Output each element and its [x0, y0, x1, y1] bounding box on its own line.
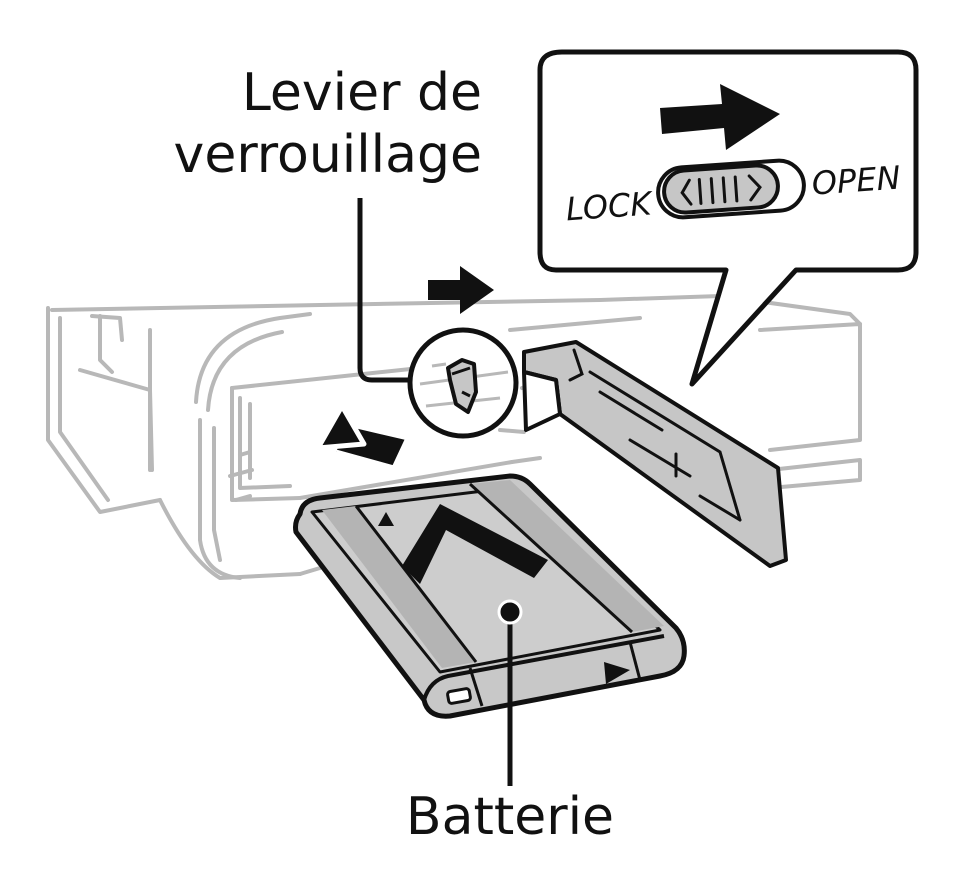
lever-leader-line: [357, 198, 412, 383]
insert-arrow-icon: [315, 403, 412, 471]
switch-open-label: OPEN: [811, 159, 902, 203]
lock-lever-label: Levier de verrouillage: [62, 62, 482, 186]
lock-lever-label-line2: verrouillage: [173, 125, 482, 185]
battery-leader: [497, 599, 523, 786]
battery-door: [522, 340, 788, 568]
slide-direction-arrow-icon: [660, 84, 780, 150]
battery-label: Batterie: [405, 787, 615, 847]
lock-lever-label-line1: Levier de: [241, 63, 482, 123]
lock-lever-closeup: [407, 327, 519, 439]
switch-lock-label: LOCK: [565, 184, 656, 228]
lock-open-switch: [656, 158, 806, 220]
small-right-arrow-icon: [428, 266, 494, 314]
battery: [293, 473, 687, 719]
switch-callout-bubble: [537, 49, 919, 387]
